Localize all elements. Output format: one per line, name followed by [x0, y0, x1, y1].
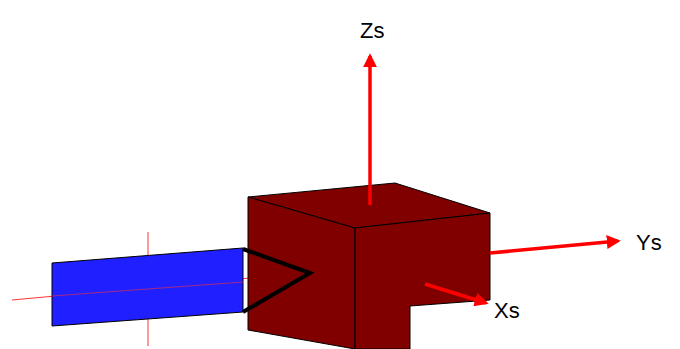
y-axis	[490, 241, 618, 253]
axis-label: Zs	[360, 20, 384, 42]
body-left-face	[248, 197, 355, 349]
axis-label: Xs	[494, 300, 520, 322]
axis-label: Ys	[636, 232, 662, 254]
panel-axis	[52, 282, 243, 296]
solar-panel	[52, 248, 243, 326]
z-axis	[368, 56, 372, 205]
x-axis	[425, 284, 486, 303]
panel-yoke	[243, 249, 310, 312]
body-right-face	[355, 213, 490, 349]
